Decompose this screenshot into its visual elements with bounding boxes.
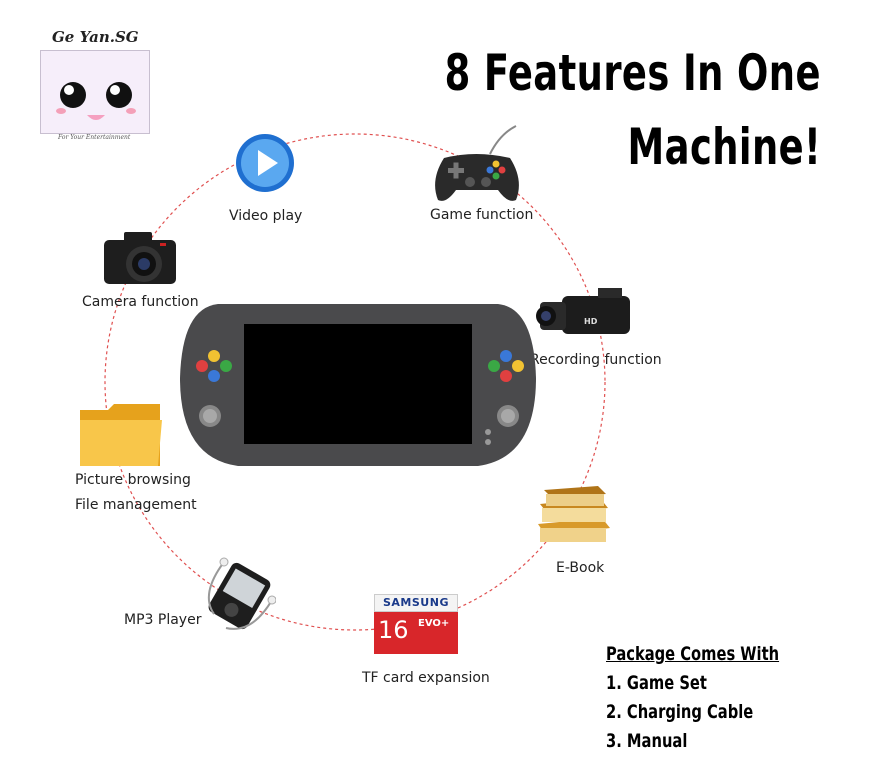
feature-label-ebook: E-Book — [556, 560, 605, 576]
camera-icon — [104, 232, 176, 284]
feature-label-video: Video play — [229, 208, 303, 224]
camcorder-icon: HD — [536, 288, 630, 334]
package-contents: Package Comes With 1. Game Set 2. Chargi… — [606, 640, 779, 756]
feature-label-camera: Camera function — [82, 294, 199, 310]
feature-label-file: File management — [75, 497, 197, 513]
logo-name: Ge Yan.SG — [52, 28, 139, 46]
feature-label-tf: TF card expansion — [362, 670, 490, 686]
logo-face-icon — [40, 50, 150, 134]
gamepad-icon — [435, 125, 519, 201]
sd-card-brand: SAMSUNG — [383, 596, 449, 609]
feature-label-game: Game function — [430, 207, 534, 223]
sd-card-series: EVO+ — [418, 618, 450, 629]
handheld-console — [180, 304, 536, 466]
sd-card-capacity: 16 — [378, 616, 409, 644]
feature-label-mp3: MP3 Player — [124, 612, 202, 628]
feature-label-picture: Picture browsing — [75, 472, 191, 488]
headline-line-2: Machine! — [627, 118, 821, 176]
books-icon — [538, 486, 610, 542]
brand-logo: Ge Yan.SG For Your Entertainment — [28, 24, 160, 144]
svg-text:HD: HD — [584, 317, 598, 326]
package-item: 1. Game Set — [606, 672, 707, 694]
play-button-icon — [236, 134, 294, 192]
package-item: 2. Charging Cable — [606, 701, 754, 723]
sd-card-icon: SAMSUNG 16 EVO+ — [374, 594, 458, 654]
feature-label-recording: Recording function — [530, 352, 662, 368]
package-item: 3. Manual — [606, 730, 688, 752]
logo-tagline: For Your Entertainment — [58, 134, 131, 141]
package-heading: Package Comes With — [606, 643, 780, 665]
folder-icon — [80, 404, 162, 466]
headline-line-1: 8 Features In One — [444, 44, 821, 102]
mp3-player-icon — [207, 557, 276, 630]
